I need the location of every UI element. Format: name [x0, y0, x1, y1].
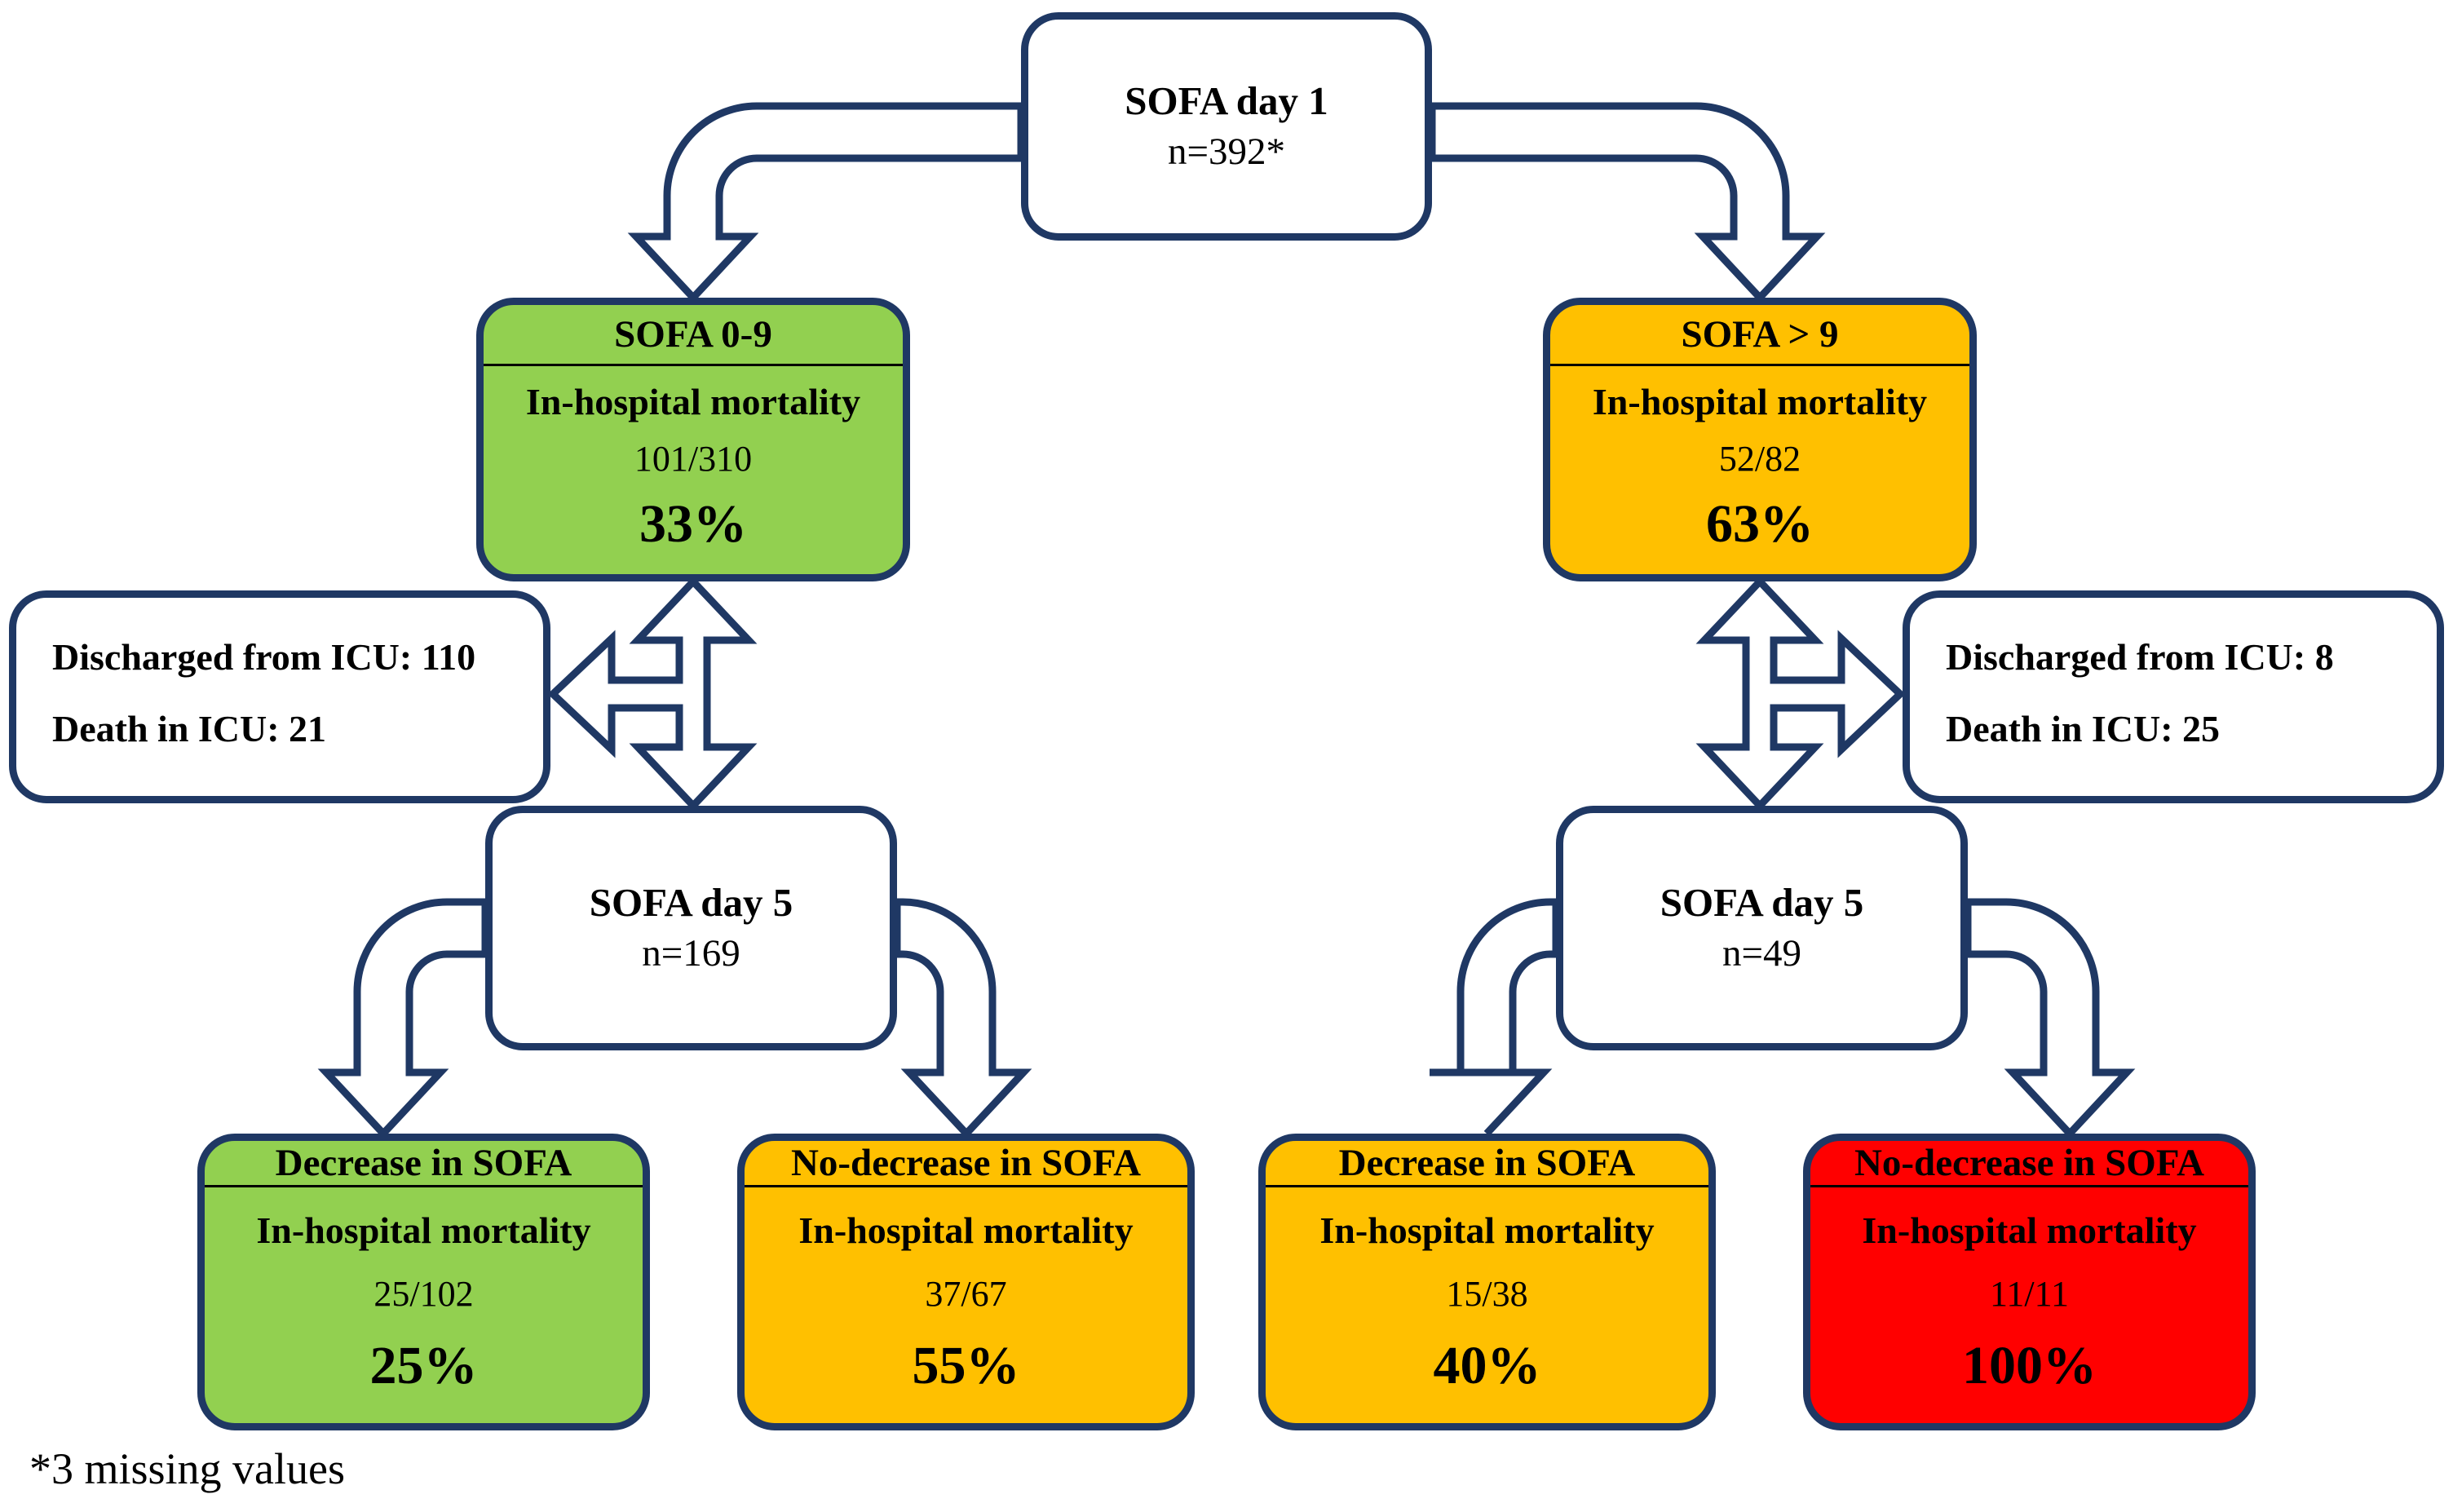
node-percent: 63%: [1706, 493, 1814, 554]
arrow-day5low-to-nodecrease: [893, 898, 1032, 1139]
icu-death-line: Death in ICU: 25: [1946, 708, 2221, 750]
node-fraction: 101/310: [634, 438, 753, 479]
arrow-sofa-gt9-junction: [1695, 576, 1906, 811]
node-fraction: 37/67: [925, 1273, 1007, 1314]
footnote: *3 missing values: [29, 1444, 345, 1493]
node-sofa-day1: SOFA day 1 n=392*: [1021, 12, 1432, 241]
arrow-root-to-sofa-0-9: [627, 102, 1025, 303]
node-label: In-hospital mortality: [798, 1209, 1134, 1251]
arrow-day5low-to-decrease: [317, 898, 489, 1139]
node-title: SOFA 0-9: [484, 305, 903, 366]
node-count: n=49: [1722, 932, 1801, 975]
node-high-nodecrease: No-decrease in SOFA In-hospital mortalit…: [1803, 1134, 2256, 1430]
arrow-sofa-0-9-junction: [547, 576, 758, 811]
node-sofa-day5-high: SOFA day 5 n=49: [1556, 806, 1968, 1050]
node-sofa-gt9: SOFA > 9 In-hospital mortality 52/82 63%: [1543, 298, 1977, 581]
arrow-day5high-to-nodecrease: [1964, 898, 2136, 1139]
node-percent: 55%: [912, 1336, 1020, 1396]
node-label: In-hospital mortality: [525, 381, 861, 423]
node-title: SOFA > 9: [1550, 305, 1969, 366]
node-sofa-day5-low: SOFA day 5 n=169: [485, 806, 897, 1050]
arrow-root-to-sofa-gt9: [1428, 102, 1826, 303]
node-high-decrease: Decrease in SOFA In-hospital mortality 1…: [1258, 1134, 1716, 1430]
node-icu-outcome-low: Discharged from ICU: 110 Death in ICU: 2…: [9, 590, 550, 803]
node-label: In-hospital mortality: [1592, 381, 1928, 423]
node-fraction: 15/38: [1446, 1273, 1528, 1314]
node-title: SOFA day 1: [1125, 78, 1328, 124]
node-fraction: 25/102: [373, 1273, 474, 1314]
node-fraction: 11/11: [1990, 1273, 2069, 1314]
node-low-nodecrease: No-decrease in SOFA In-hospital mortalit…: [737, 1134, 1195, 1430]
node-title: SOFA day 5: [1660, 880, 1864, 926]
icu-discharged-line: Discharged from ICU: 110: [52, 635, 476, 678]
node-title: No-decrease in SOFA: [1810, 1141, 2248, 1187]
node-title: Decrease in SOFA: [205, 1141, 643, 1187]
node-low-decrease: Decrease in SOFA In-hospital mortality 2…: [197, 1134, 650, 1430]
node-percent: 25%: [369, 1336, 478, 1396]
node-percent: 40%: [1433, 1336, 1541, 1396]
node-label: In-hospital mortality: [256, 1209, 591, 1251]
icu-discharged-line: Discharged from ICU: 8: [1946, 635, 2334, 678]
arrow-day5high-to-decrease: [1430, 898, 1560, 1137]
icu-death-line: Death in ICU: 21: [52, 708, 327, 750]
node-fraction: 52/82: [1718, 438, 1801, 479]
node-icu-outcome-high: Discharged from ICU: 8 Death in ICU: 25: [1903, 590, 2444, 803]
node-sofa-0-9: SOFA 0-9 In-hospital mortality 101/310 3…: [476, 298, 910, 581]
node-count: n=392*: [1167, 130, 1285, 174]
node-title: Decrease in SOFA: [1266, 1141, 1708, 1187]
node-title: No-decrease in SOFA: [745, 1141, 1187, 1187]
node-title: SOFA day 5: [589, 880, 793, 926]
node-percent: 100%: [1962, 1336, 2097, 1396]
node-label: In-hospital mortality: [1862, 1209, 2197, 1251]
node-label: In-hospital mortality: [1319, 1209, 1655, 1251]
node-percent: 33%: [639, 493, 747, 554]
node-count: n=169: [642, 932, 740, 975]
